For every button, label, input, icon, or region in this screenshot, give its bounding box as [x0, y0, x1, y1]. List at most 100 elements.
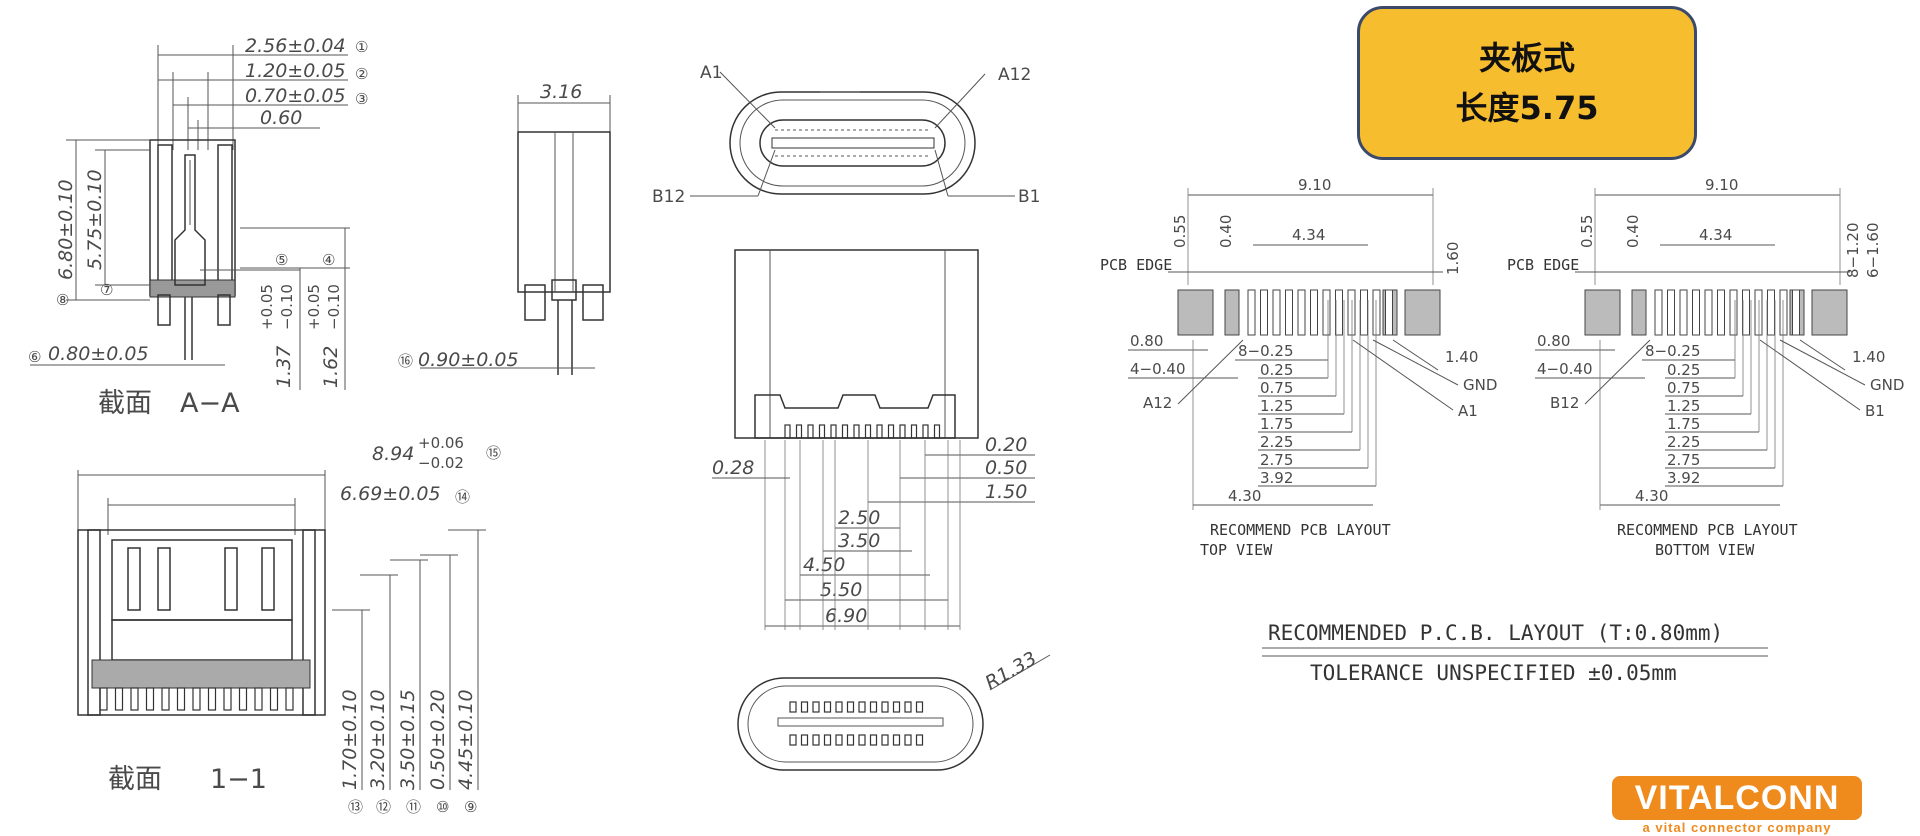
pcb-430-dim: 4.30 — [1635, 487, 1668, 505]
label-a12: A12 — [998, 65, 1031, 85]
note-recommended: RECOMMENDED P.C.B. LAYOUT (T:0.80mm) — [1268, 621, 1723, 645]
radius-dim: R1.33 — [982, 648, 1041, 695]
rx-pin-bottom — [846, 734, 855, 746]
pcb-signal-pad — [1285, 289, 1293, 336]
pcb-140-dim: 1.40 — [1852, 348, 1885, 366]
marker-16: ⑯ — [398, 352, 413, 370]
pcb-pin-right-leader — [1352, 339, 1454, 411]
bottom-pin — [176, 687, 186, 711]
pcb-offset-0: 0.25 — [1667, 361, 1700, 379]
vitalconn-logo: VITALCONN a vital connector company — [1612, 776, 1862, 836]
rx-pin-top — [800, 701, 809, 713]
pcb-offset-6: 3.92 — [1667, 469, 1700, 487]
height-marker-3: ⑪ — [406, 798, 421, 816]
pcb-offset-2: 1.25 — [1667, 397, 1700, 415]
rx-pin-bottom — [904, 734, 912, 746]
rx-pin-bottom — [789, 734, 797, 746]
rx-pin-bottom — [892, 734, 901, 746]
pcb-signal-pad — [1335, 289, 1343, 336]
pcb-caption-1: RECOMMEND PCB LAYOUT — [1617, 521, 1798, 539]
pcb-pin-left-leader — [1177, 339, 1244, 405]
pcb-pad-shell — [1584, 289, 1621, 336]
pcb-caption-2: TOP VIEW — [1200, 541, 1273, 559]
rx-pin-top — [846, 701, 855, 713]
front-dim-d020: 0.20 — [985, 434, 1027, 456]
bottom-pin — [161, 687, 170, 711]
height-dim-3: 3.50±0.15 — [397, 689, 419, 790]
rx-pin-top — [812, 701, 820, 713]
pcb-signal-pad — [1297, 289, 1306, 336]
pcb-signal-pad — [1385, 289, 1393, 336]
pcb-signal-pad — [1260, 289, 1268, 336]
pcb-gnd-leader — [1779, 339, 1866, 386]
pcb-055-dim: 0.55 — [1171, 215, 1189, 248]
marker-15: ⑮ — [486, 444, 501, 462]
front-pin — [899, 424, 906, 439]
dim-0-60: 0.60 — [260, 107, 302, 129]
height-marker-2: ⑫ — [376, 798, 391, 816]
pcb-pin-right-label: B1 — [1865, 402, 1885, 420]
pcb-signal-pad — [1272, 289, 1281, 336]
pcb-offset-6: 3.92 — [1260, 469, 1293, 487]
rx-pin-bottom — [858, 734, 866, 746]
pcb-440-dim: 4−0.40 — [1537, 360, 1593, 378]
rx-pin-top — [892, 701, 901, 713]
bottom-pin — [114, 687, 124, 711]
pcb-430-dim: 4.30 — [1228, 487, 1261, 505]
dim-1-37-tol-top: +0.05 — [258, 284, 276, 330]
pcb-825-dim: 8−0.25 — [1238, 342, 1294, 360]
section-1-1-top-pins — [127, 547, 275, 611]
pcb-080-dim: 0.80 — [1537, 332, 1570, 350]
height-dim-1: 1.70±0.10 — [339, 689, 361, 790]
rx-pin-bottom — [812, 734, 820, 746]
rx-pin-top — [869, 701, 878, 713]
receptacle-pins — [777, 701, 944, 746]
height-dim-4: 0.50±0.20 — [427, 689, 449, 790]
height-dim-2: 3.20±0.10 — [367, 689, 389, 790]
pcb-edge-label: PCB EDGE — [1100, 256, 1172, 274]
marker-14: ⑭ — [455, 488, 470, 506]
section-a-a-title: 截面 — [98, 388, 152, 419]
pcb-140-leader — [1392, 339, 1439, 371]
pcb-gnd-leader — [1372, 339, 1459, 386]
front-pin — [784, 424, 791, 439]
pcb-signal-pad — [1322, 289, 1331, 336]
pcb-pin-right-label: A1 — [1458, 402, 1478, 420]
rx-pin-bottom — [823, 734, 832, 746]
front-pin — [910, 424, 918, 439]
marker-5: ⑤ — [275, 251, 288, 269]
front-pin — [876, 424, 883, 439]
pcb-pad-shell — [1404, 289, 1441, 336]
front-pin — [830, 424, 837, 439]
pcb-040-dim: 0.40 — [1624, 215, 1642, 248]
bottom-pin — [192, 687, 201, 711]
label-a1: A1 — [700, 63, 722, 83]
pcb-offset-1: 0.75 — [1667, 379, 1700, 397]
dim-2-56: 2.56±0.04 — [245, 35, 346, 57]
height-dim-5: 4.45±0.10 — [455, 689, 477, 790]
pcb-edge-label: PCB EDGE — [1507, 256, 1579, 274]
front-pin — [922, 424, 929, 439]
section-1-1-bottom-pins — [99, 687, 294, 711]
pcb-signal-pad — [1779, 289, 1788, 336]
rx-pin-top — [915, 701, 924, 713]
bottom-pin — [254, 687, 263, 711]
pcb-signal-pad — [1347, 289, 1356, 336]
pcb-offset-3: 1.75 — [1667, 415, 1700, 433]
pcb-pad-shell — [1811, 289, 1848, 336]
dim-8-94-tol-top: +0.06 — [418, 434, 464, 452]
pcb-pin-right-leader — [1759, 339, 1861, 411]
pcb-signal-pad — [1667, 289, 1675, 336]
front-pin — [864, 424, 872, 439]
marker-8: ⑧ — [56, 291, 69, 309]
pcb-width-dim: 9.10 — [1705, 176, 1738, 194]
pcb-width-dim: 9.10 — [1298, 176, 1331, 194]
front-dim-d450: 4.50 — [803, 554, 845, 576]
pcb-pin-left-label: A12 — [1143, 394, 1172, 412]
pcb-signal-pad — [1360, 289, 1368, 336]
dim-8-94-tol-bottom: −0.02 — [418, 454, 464, 472]
pcb-160-dim: 1.60 — [1444, 242, 1462, 275]
note-tolerance: TOLERANCE UNSPECIFIED ±0.05mm — [1310, 661, 1677, 685]
